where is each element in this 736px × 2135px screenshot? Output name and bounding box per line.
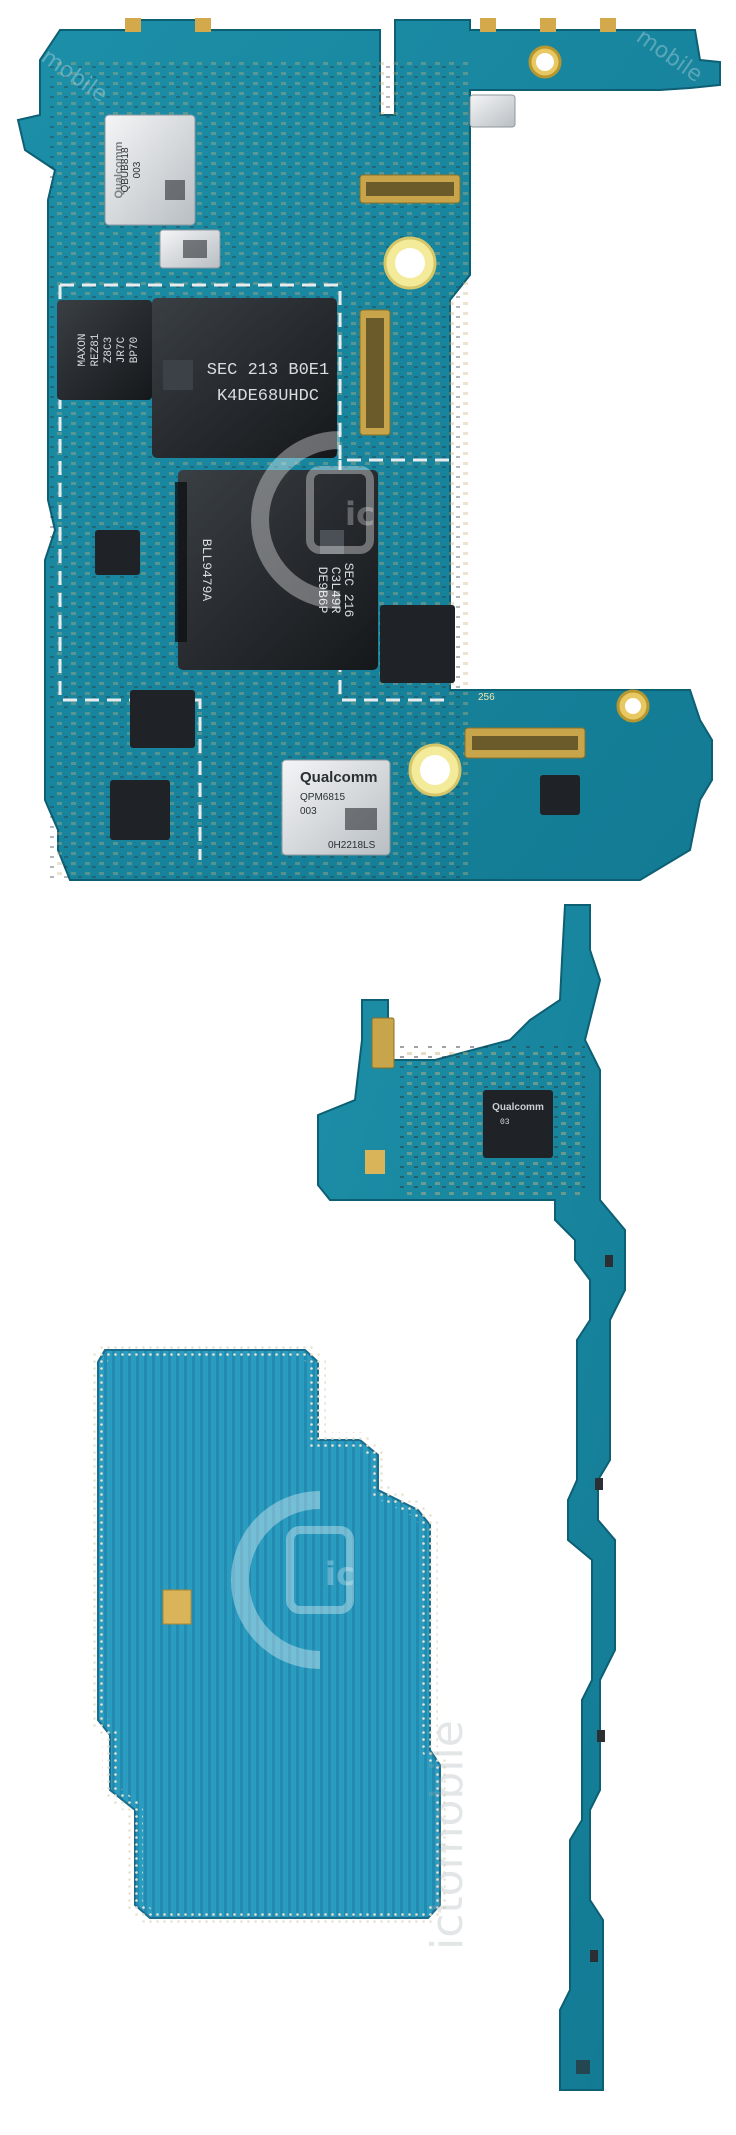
sub-datamatrix-tag [365,1150,385,1174]
flex-smd-3 [597,1730,605,1742]
soc-line2: SEC 216 [341,563,356,618]
watermark-logo-letters-top: ic [345,495,375,533]
left-memory-chip: MAXON REZ81 Z8C3 JR7C BP70 [57,300,152,400]
mount-hole-right-inner [625,698,641,714]
pmic-brand: Qualcomm [300,769,378,786]
soc-line3: C3L49R [328,567,343,614]
main-logic-board: Qualcomm QBUB818 003 MAXON REZ81 Z8C3 JR… [16,18,721,881]
interposer-datamatrix [162,1589,192,1625]
black-chip-left [95,530,140,575]
top-qualcomm-line1: QBUB818 [120,147,131,192]
soc-line4: DE9B6P [315,567,330,614]
small-chip-qr [183,240,207,258]
sub-qualcomm-chip: Qualcomm 03 [483,1090,553,1158]
connector-right-pins [472,736,578,750]
flex-smd-2 [595,1478,603,1490]
sub-connector [371,1017,395,1069]
spring-contact-3 [480,18,496,32]
spring-contact-4 [540,18,556,32]
watermark-vertical-text: ictomobile [422,1720,473,1950]
black-chip-right [380,605,455,683]
flex-smd-4 [590,1950,598,1962]
top-qualcomm-line2: 003 [132,161,143,178]
interposer-board [90,1342,448,1926]
flex-tag [576,2060,590,2074]
sub-qualcomm-brand: Qualcomm [492,1102,544,1113]
pmic-line1: QPM6815 [300,792,345,803]
memory-chip-qr [163,360,193,390]
soc-qr [320,530,344,554]
mount-hole-top-inner [536,53,554,71]
memory-chip: SEC 213 B0E1 K4DE68UHDC [152,298,337,458]
shield-frame-line [60,283,450,462]
board-small-label: 256 [478,692,495,703]
left-chip-line1: MAXON [77,333,89,366]
connector-vertical-pins [366,318,384,428]
left-chip-line5: BP70 [129,337,141,363]
left-chip-line3: Z8C3 [103,337,115,363]
spring-contact-5 [600,18,616,32]
memory-chip-line1: SEC 213 B0E1 [207,361,329,380]
crystal-oscillator [469,94,516,128]
black-chip-lower-left [130,690,195,748]
left-chip-line4: JR7C [116,336,128,363]
pmic-qr [345,808,377,830]
connector-top-pins [366,182,454,196]
memory-chip-line2: K4DE68UHDC [217,387,319,406]
mount-hole-mid-inner [395,248,425,278]
black-chip-right-lower [540,775,580,815]
watermark-logo-bottom [231,1491,354,1669]
pmic-line2: 003 [300,806,317,817]
top-qualcomm-chip: Qualcomm QBUB818 003 [104,114,196,226]
pmic-line3: 0H2218LS [328,840,376,851]
sub-qualcomm-line1: 03 [500,1118,510,1127]
mount-hole-lower-inner [420,755,450,785]
qr-code [165,180,185,200]
interposer-solder-ring [90,1342,448,1926]
sub-board-flex: Qualcomm 03 [317,904,626,2091]
flex-smd-1 [605,1255,613,1267]
soc-line1: BLL9479A [199,539,214,602]
spring-contact-1 [125,18,141,32]
black-chip-bottom-left [110,780,170,840]
watermark-logo-top [251,431,374,609]
watermark-logo-letters-bottom: ic [325,1555,355,1593]
left-chip-line2: REZ81 [90,333,102,366]
spring-contact-2 [195,18,211,32]
top-qualcomm-brand: Qualcomm [113,141,125,198]
soc-chip: BLL9479A SEC 216 C3L49R DE9B6P [175,470,378,670]
pmic-qualcomm-chip: Qualcomm QPM6815 003 0H2218LS [281,759,391,856]
